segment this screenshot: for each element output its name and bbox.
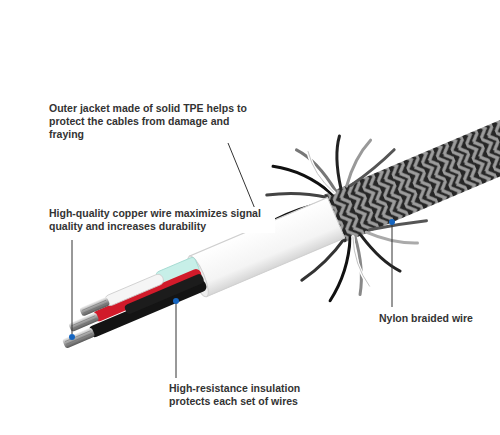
callout-label: High-quality copper wire maximizes signa… [48,207,275,233]
callout-label: Nylon braided wire [378,312,474,325]
callout-label: High-resistance insulation protects each… [168,382,340,408]
callout-label: Outer jacket made of solid TPE helps to … [48,102,265,141]
